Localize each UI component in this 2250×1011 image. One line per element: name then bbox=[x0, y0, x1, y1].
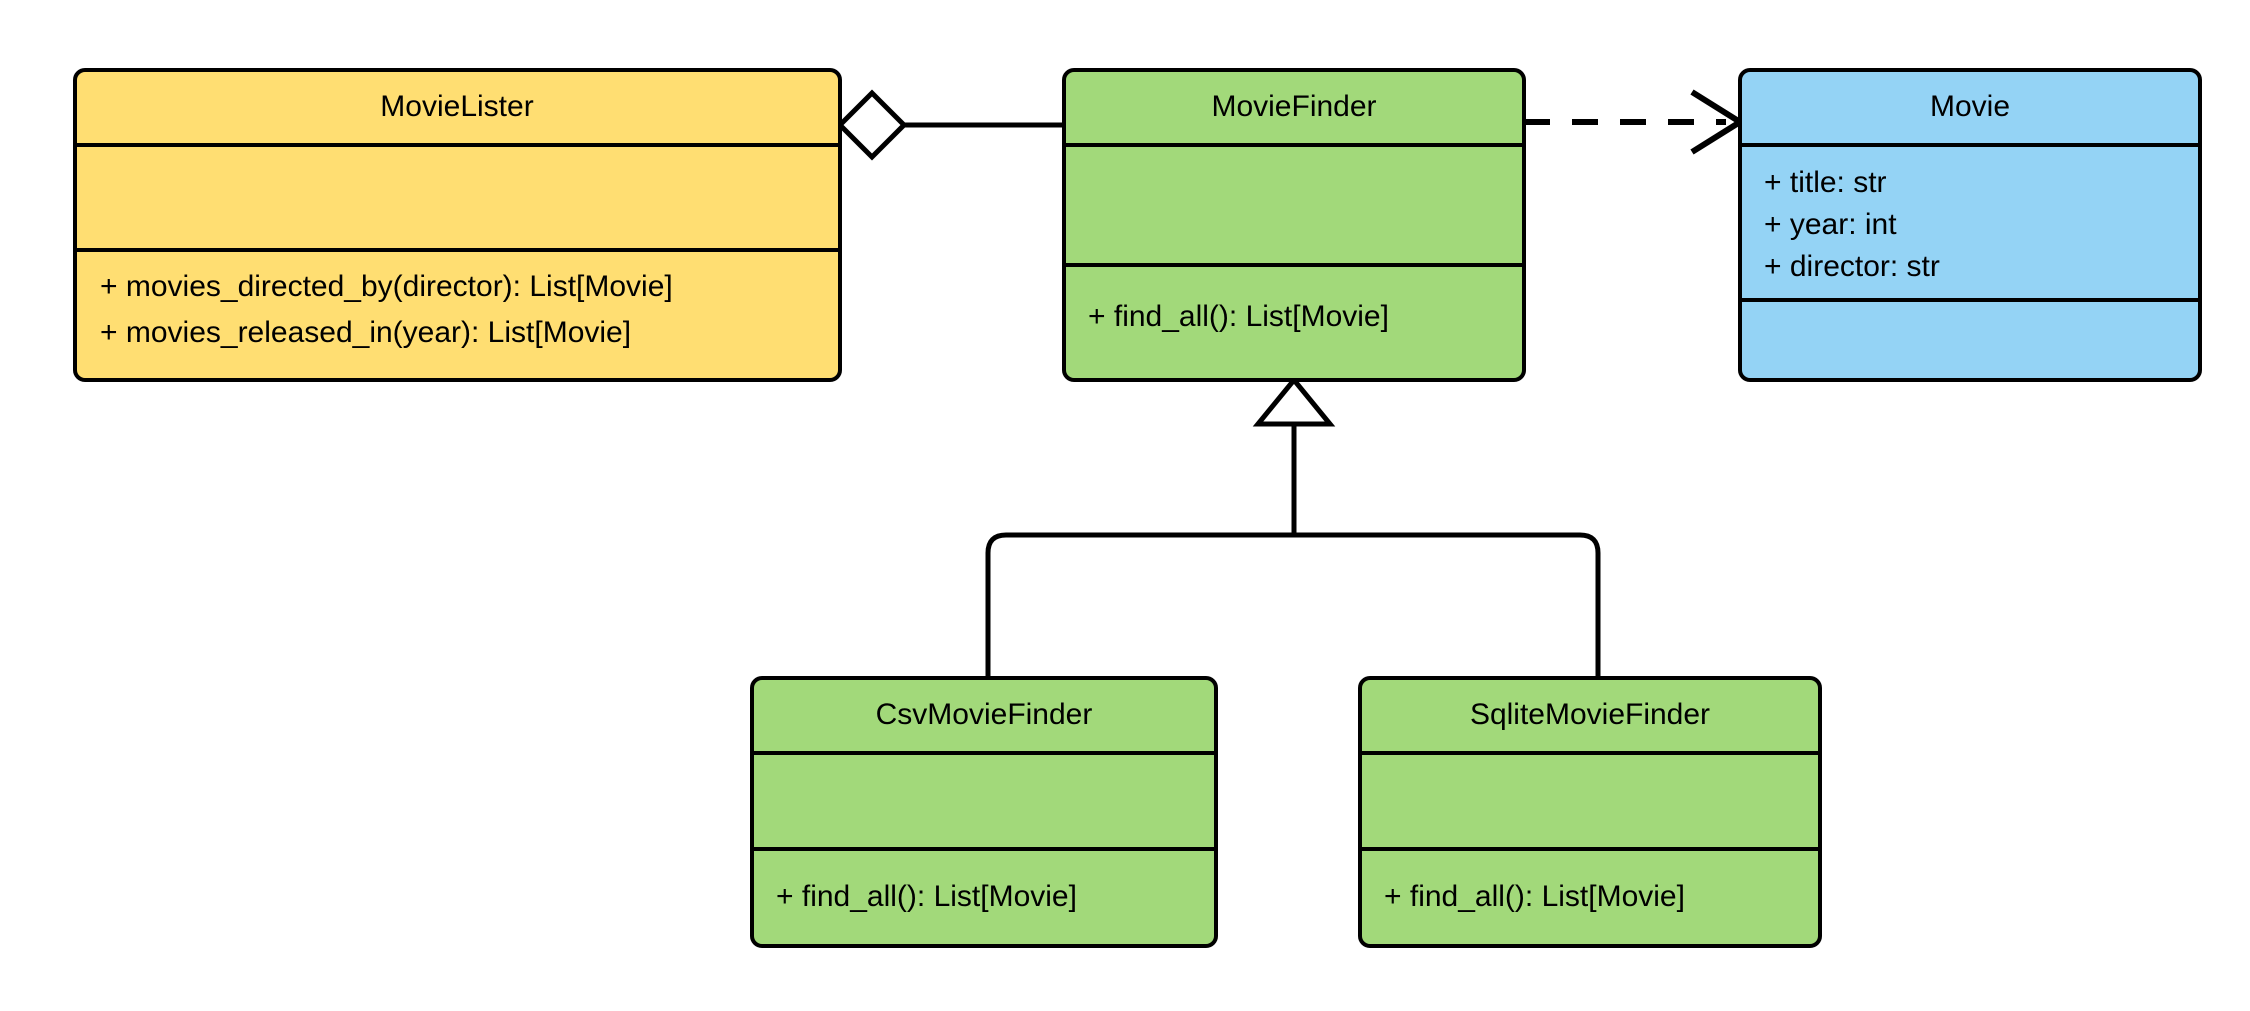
relationship-dependency[interactable] bbox=[1524, 89, 1746, 155]
class-title-moviefinder: MovieFinder bbox=[1211, 90, 1376, 123]
class-title-csvmoviefinder: CsvMovieFinder bbox=[876, 698, 1093, 731]
class-title-movielister: MovieLister bbox=[380, 90, 533, 123]
class-title-sqlitemoviefinder: SqliteMovieFinder bbox=[1470, 698, 1710, 731]
relationship-generalization-tree[interactable] bbox=[985, 376, 1601, 678]
class-box-sqlitemoviefinder bbox=[1358, 676, 1822, 948]
relationship-layer bbox=[836, 89, 1746, 678]
class-node-movielister[interactable]: MovieLister + movies_directed_by(directo… bbox=[73, 68, 842, 382]
relationship-aggregation[interactable] bbox=[836, 89, 1064, 161]
hollow-diamond-icon bbox=[836, 89, 908, 161]
class-method-item: + movies_released_in(year): List[Movie] bbox=[100, 316, 631, 349]
class-attribute-item: + director: str bbox=[1764, 250, 1940, 283]
class-method-item: + movies_directed_by(director): List[Mov… bbox=[100, 270, 673, 303]
class-attribute-item: + title: str bbox=[1764, 166, 1887, 199]
class-box-movielister bbox=[73, 68, 842, 382]
hollow-triangle-icon bbox=[1252, 376, 1336, 427]
class-method-item: + find_all(): List[Movie] bbox=[1384, 880, 1685, 913]
generalization-branch-csv bbox=[985, 532, 1294, 678]
class-box-movie bbox=[1738, 68, 2202, 382]
generalization-branch-sqlite bbox=[1294, 532, 1601, 678]
class-node-movie[interactable]: Movie + title: str + year: int + directo… bbox=[1738, 68, 2202, 382]
class-method-item: + find_all(): List[Movie] bbox=[776, 880, 1077, 913]
class-attribute-item: + year: int bbox=[1764, 208, 1897, 241]
class-method-item: + find_all(): List[Movie] bbox=[1088, 300, 1389, 333]
class-title-movie: Movie bbox=[1930, 90, 2010, 123]
class-box-csvmoviefinder bbox=[750, 676, 1218, 948]
class-box-moviefinder bbox=[1062, 68, 1526, 382]
class-node-moviefinder[interactable]: MovieFinder + find_all(): List[Movie] bbox=[1062, 68, 1526, 382]
class-layer: MovieLister + movies_directed_by(directo… bbox=[73, 68, 2202, 948]
class-node-csvmoviefinder[interactable]: CsvMovieFinder + find_all(): List[Movie] bbox=[750, 676, 1218, 948]
class-node-sqlitemoviefinder[interactable]: SqliteMovieFinder + find_all(): List[Mov… bbox=[1358, 676, 1822, 948]
